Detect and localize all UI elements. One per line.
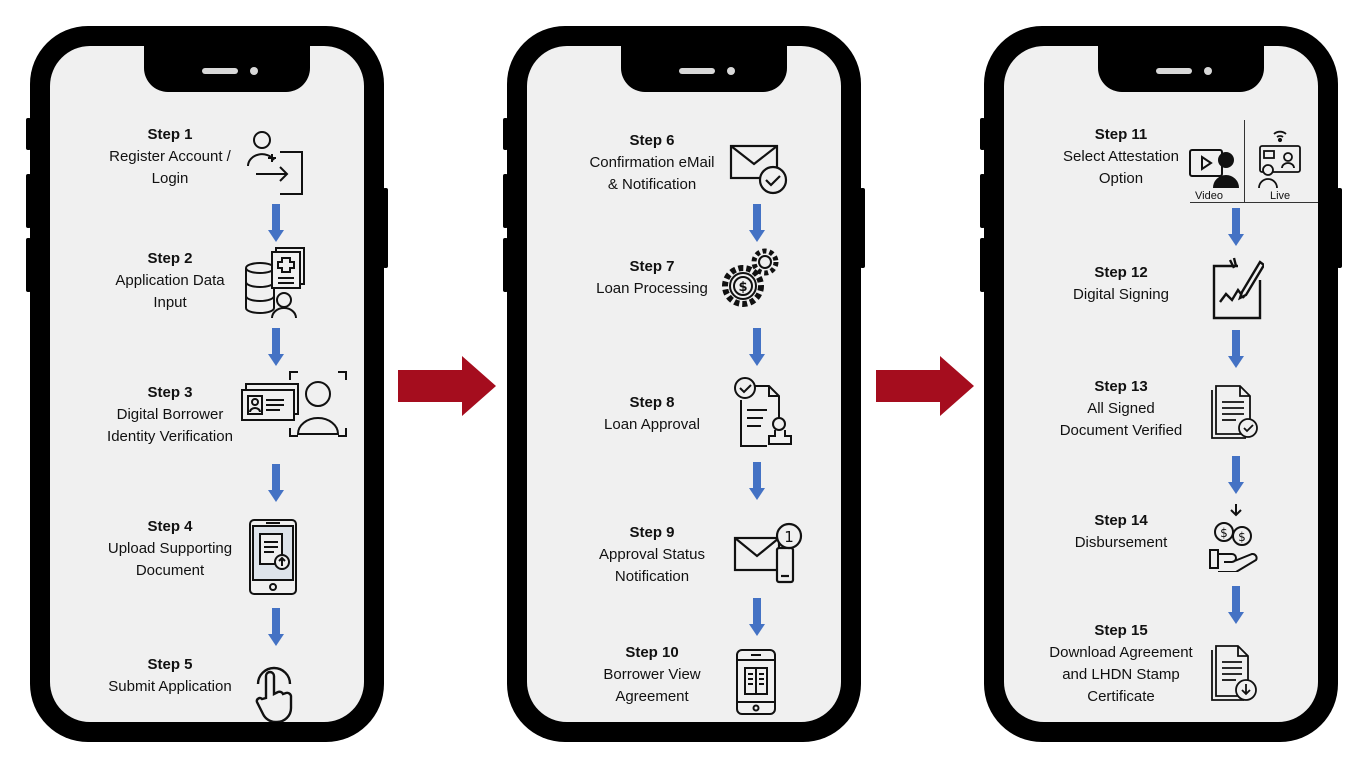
id-face-scan-icon [240, 368, 350, 440]
phone-3: Step 11 Select Attestation Option Video [980, 26, 1342, 742]
down-arrow [268, 328, 284, 366]
step-10: Step 10 Borrower View Agreement [557, 642, 747, 708]
down-arrow [1228, 456, 1244, 494]
down-arrow [1228, 330, 1244, 368]
step-number: Step 13 [1094, 378, 1148, 395]
step-3: Step 3 Digital Borrower Identity Verific… [75, 382, 265, 448]
phone-2-screen: Step 6 Confirmation eMail & Notification… [527, 46, 841, 722]
step-8: Step 8 Loan Approval [557, 392, 747, 436]
document-stamp-icon [733, 376, 793, 450]
document-download-icon [1208, 642, 1258, 704]
svg-text:$: $ [1238, 530, 1246, 544]
tablet-upload-icon [248, 518, 298, 596]
tap-hand-icon [248, 658, 300, 722]
hand-coins-icon: $ $ [1208, 502, 1276, 572]
step-1: Step 1 Register Account / Login [75, 124, 265, 190]
phone-2: Step 6 Confirmation eMail & Notification… [503, 26, 865, 742]
svg-text:$: $ [1220, 526, 1228, 540]
step-label: Download Agreement and LHDN Stamp Certif… [1049, 644, 1193, 705]
option-baseline [1190, 202, 1318, 203]
down-arrow [749, 204, 765, 242]
phone-1-screen: Step 1 Register Account / Login Step 2 A… [50, 46, 364, 722]
step-number: Step 15 [1094, 622, 1148, 639]
live-attestation-icon [1256, 126, 1304, 188]
step-15: Step 15 Download Agreement and LHDN Stam… [1026, 620, 1216, 708]
down-arrow [1228, 586, 1244, 624]
step-label: Upload Supporting Document [107, 540, 233, 579]
step-label: Approval Status Notification [599, 546, 705, 585]
signing-pen-icon [1208, 252, 1264, 320]
down-arrow [749, 462, 765, 500]
email-phone-badge-icon: 1 [733, 522, 803, 584]
step-number: Step 8 [629, 394, 675, 411]
step-9: Step 9 Approval Status Notification [557, 522, 747, 588]
step-label: All Signed Document Verified [1059, 400, 1183, 439]
down-arrow [268, 608, 284, 646]
down-arrow [1228, 208, 1244, 246]
step-label: Select Attestation Option [1063, 148, 1179, 187]
live-option-label: Live [1270, 190, 1291, 202]
step-number: Step 2 [147, 250, 193, 267]
step-number: Step 4 [147, 518, 193, 535]
step-label: Disbursement [1074, 534, 1168, 551]
step-12: Step 12 Digital Signing [1026, 262, 1216, 306]
step-label: Loan Approval [604, 416, 700, 433]
step-label: Borrower View Agreement [603, 666, 701, 705]
step-label: Application Data Input [115, 272, 225, 311]
step-number: Step 3 [147, 384, 193, 401]
step-number: Step 1 [147, 126, 193, 143]
video-option-label: Video [1195, 190, 1223, 202]
phone-1: Step 1 Register Account / Login Step 2 A… [26, 26, 388, 742]
step-number: Step 7 [629, 258, 675, 275]
phone-document-icon [735, 648, 777, 716]
step-number: Step 14 [1094, 512, 1148, 529]
down-arrow [268, 464, 284, 502]
step-number: Step 11 [1094, 126, 1148, 143]
step-7: Step 7 Loan Processing [557, 256, 747, 300]
svg-text:$: $ [738, 280, 747, 295]
gear-dollar-icon: $ [717, 246, 783, 312]
step-number: Step 12 [1094, 264, 1148, 281]
step-13: Step 13 All Signed Document Verified [1026, 376, 1216, 442]
step-2: Step 2 Application Data Input [75, 248, 265, 314]
step-11: Step 11 Select Attestation Option [1026, 124, 1216, 190]
database-form-icon [242, 244, 312, 320]
step-14: Step 14 Disbursement [1026, 510, 1216, 554]
step-number: Step 5 [147, 656, 193, 673]
document-verified-icon [1210, 380, 1258, 440]
step-number: Step 6 [629, 132, 675, 149]
user-login-icon [246, 130, 310, 198]
svg-text:1: 1 [784, 528, 794, 546]
option-divider [1244, 120, 1245, 202]
down-arrow [268, 204, 284, 242]
down-arrow [749, 328, 765, 366]
step-4: Step 4 Upload Supporting Document [75, 516, 265, 582]
step-label: Loan Processing [596, 280, 708, 297]
down-arrow [749, 598, 765, 636]
step-label: Digital Borrower Identity Verification [107, 406, 233, 445]
video-attestation-icon [1188, 144, 1240, 188]
step-label: Digital Signing [1073, 286, 1169, 303]
step-number: Step 10 [625, 644, 679, 661]
step-5: Step 5 Submit Application [75, 654, 265, 698]
step-number: Step 9 [629, 524, 675, 541]
step-label: Confirmation eMail & Notification [589, 154, 715, 193]
email-check-icon [729, 140, 789, 196]
phone-3-screen: Step 11 Select Attestation Option Video [1004, 46, 1318, 722]
step-label: Submit Application [108, 678, 232, 695]
flow-arrow-2 [876, 356, 974, 416]
step-label: Register Account / Login [109, 148, 231, 187]
flow-arrow-1 [398, 356, 496, 416]
step-6: Step 6 Confirmation eMail & Notification [557, 130, 747, 196]
